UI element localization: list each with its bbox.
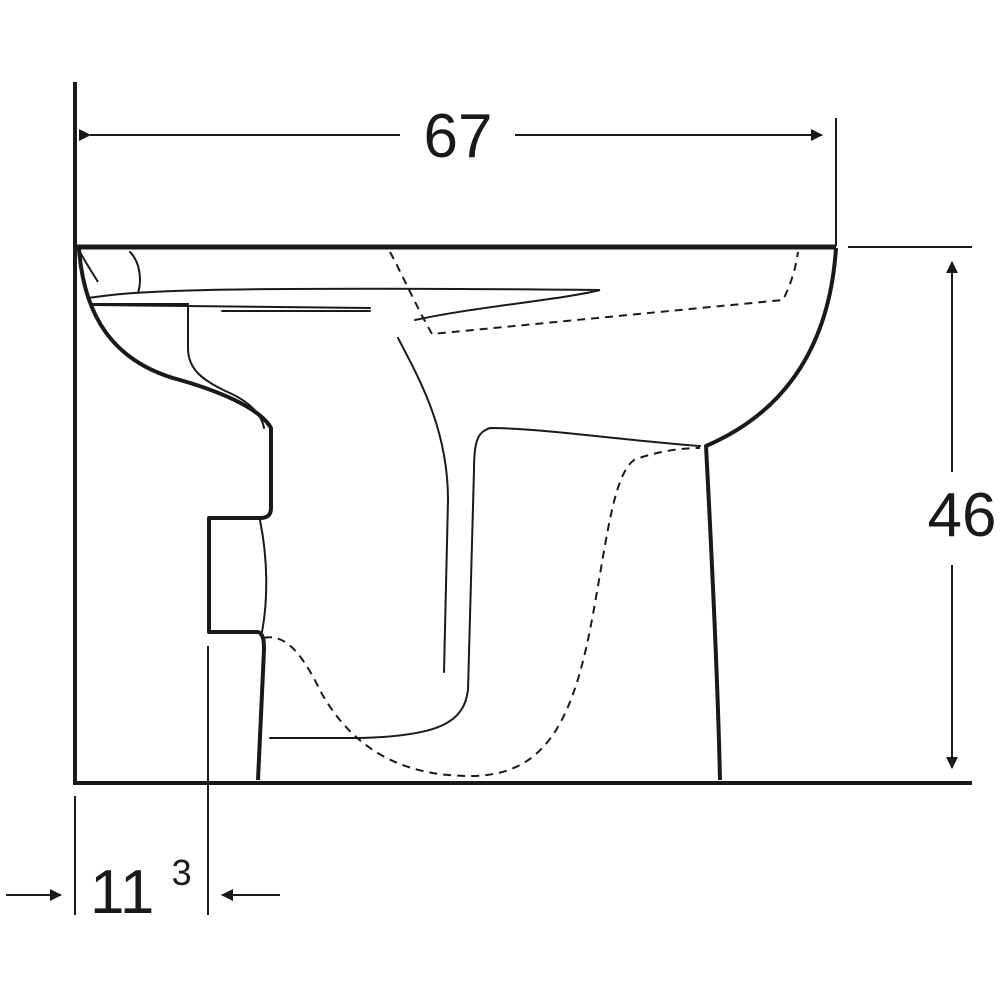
rim-inner-top <box>78 249 99 283</box>
rear-inner-wall <box>89 303 265 429</box>
outlet-inner-line <box>259 519 268 633</box>
width-dimension-label: 67 <box>424 102 493 171</box>
height-dimension-label: 46 <box>928 481 997 550</box>
outlet-dimension-exponent: 3 <box>172 852 192 893</box>
flush-channel-hidden <box>389 251 799 336</box>
interior-lines <box>87 251 701 739</box>
trap-inner-channel <box>269 426 701 739</box>
outlet-dimension-label: 11 3 <box>90 852 192 927</box>
front-bowl-curve <box>704 247 838 781</box>
wall-and-floor <box>73 82 972 785</box>
rim-shelf-line <box>87 287 601 321</box>
trap-hidden <box>263 447 701 778</box>
rim-flush-edge <box>129 251 141 294</box>
bowl-throat-line <box>397 337 450 673</box>
rim-lower-line <box>92 304 371 309</box>
toilet-outline <box>77 244 838 781</box>
hidden-lines <box>263 251 799 778</box>
dimension-lines <box>6 118 972 915</box>
rear-profile <box>77 248 273 781</box>
outlet-dimension-base: 11 <box>90 858 154 927</box>
